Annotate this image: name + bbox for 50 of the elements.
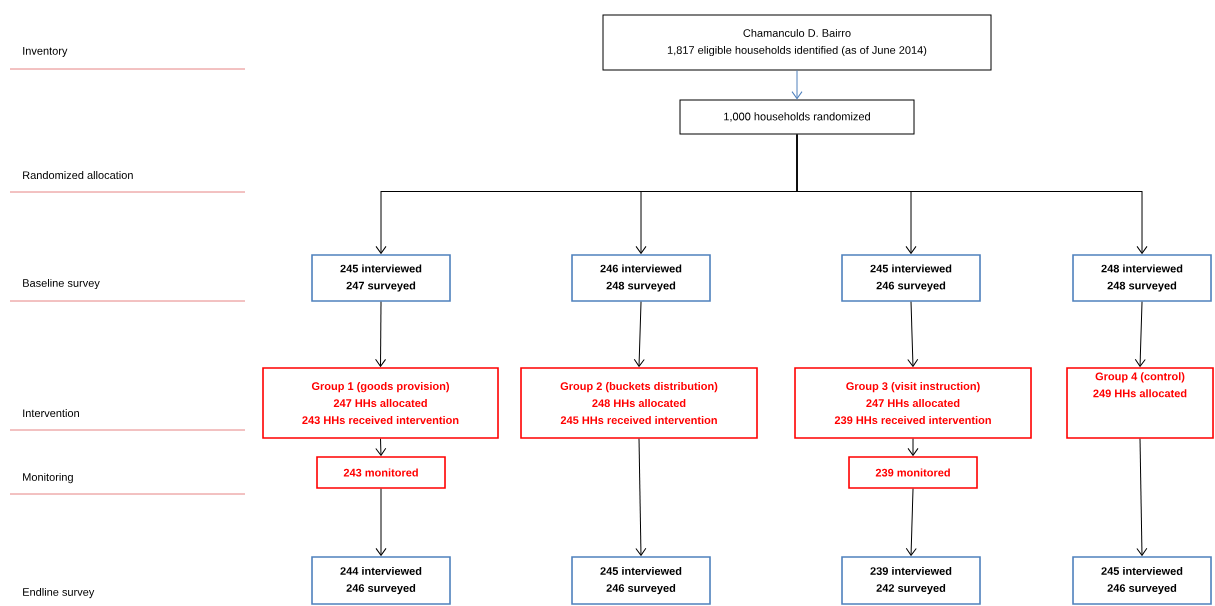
- box-text: Group 3 (visit instruction) 247 HHs allocated 239 HHs received intervention: [834, 381, 991, 425]
- group-box: [848, 456, 978, 489]
- box-text: 1,000 households randomized: [724, 112, 870, 122]
- process-box: [602, 14, 992, 71]
- group-box: [1066, 367, 1214, 439]
- group-box: [316, 456, 446, 489]
- survey-box: [311, 254, 451, 302]
- box-text: Group 4 (control) 249 HHs allocated: [1093, 372, 1187, 398]
- arrow: [791, 70, 803, 100]
- survey-box: [1072, 254, 1212, 302]
- box-text: 245 interviewed 247 surveyed: [340, 264, 422, 292]
- stage-label: Monitoring: [23, 472, 73, 484]
- box-text: Group 2 (buckets distribution) 248 HHs allocated 245 HHs received intervention: [560, 381, 718, 425]
- arrow: [1134, 301, 1146, 367]
- box-text: 245 interviewed 246 surveyed: [1101, 566, 1183, 595]
- arrow: [375, 301, 387, 367]
- group-box: [794, 367, 1032, 439]
- group-box: [520, 367, 758, 439]
- box-text: 248 interviewed 248 surveyed: [1101, 264, 1183, 292]
- arrow: [375, 488, 387, 556]
- stage-label: Randomized allocation: [23, 170, 133, 180]
- arrow: [635, 438, 647, 556]
- box-text: Chamanculo D. Bairro 1,817 eligible households identified (as of June 2014): [667, 28, 927, 57]
- box-text: 239 monitored: [875, 468, 950, 477]
- box-text: 244 interviewed 246 surveyed: [340, 566, 422, 595]
- survey-box: [571, 556, 711, 605]
- survey-box: [841, 556, 981, 605]
- survey-box: [1072, 556, 1212, 605]
- process-box: [679, 99, 915, 135]
- arrow: [907, 438, 919, 456]
- box-text: 245 interviewed 246 surveyed: [870, 264, 952, 292]
- survey-box: [841, 254, 981, 302]
- arrow: [905, 488, 917, 556]
- stage-label: Inventory: [23, 47, 68, 57]
- arrow: [907, 301, 919, 367]
- arrow: [633, 301, 645, 367]
- arrow: [796, 134, 1148, 254]
- box-text: 246 interviewed 248 surveyed: [600, 264, 682, 292]
- box-text: 239 interviewed 242 surveyed: [870, 566, 952, 595]
- stage-label: Intervention: [23, 408, 79, 418]
- arrow: [1136, 438, 1148, 556]
- stage-label: Baseline survey: [23, 278, 100, 290]
- stage-label: Endline survey: [23, 587, 95, 599]
- box-text: 245 interviewed 246 surveyed: [600, 566, 682, 595]
- box-text: 243 monitored: [343, 468, 418, 477]
- arrow: [375, 438, 387, 456]
- box-text: Group 1 (goods provision) 247 HHs allocated 243 HHs received intervention: [302, 381, 459, 425]
- group-box: [262, 367, 499, 439]
- survey-box: [311, 556, 451, 605]
- survey-box: [571, 254, 711, 302]
